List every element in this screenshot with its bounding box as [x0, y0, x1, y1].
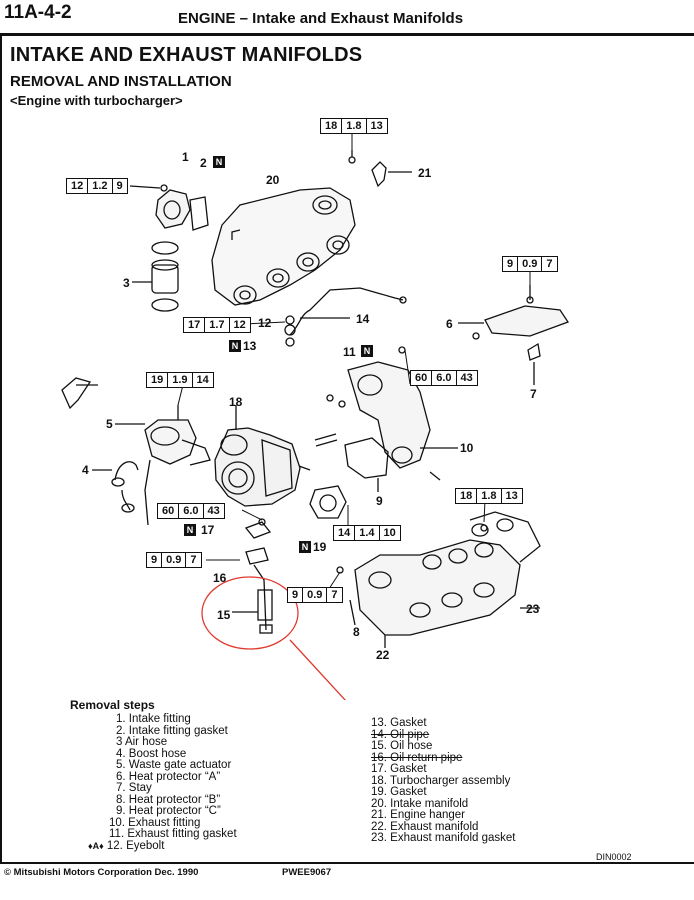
step-6: 6. Heat protector “A” [116, 770, 221, 783]
red-annotations [201, 576, 346, 700]
new-part-badge-13: N [229, 340, 241, 352]
figure-reference-code: DIN0002 [596, 852, 632, 862]
new-part-badge-19: N [299, 541, 311, 553]
diagram-drawing [61, 134, 569, 700]
exhaust-fitting-drawing [326, 346, 458, 481]
page-subtitle: REMOVAL AND INSTALLATION [10, 73, 232, 90]
exhaust-manifold-drawing [336, 511, 541, 648]
header-rule [0, 33, 694, 36]
step-4: 4. Boost hose [116, 747, 187, 760]
step-2: 2. Intake fitting gasket [116, 724, 228, 737]
part-label-15: 15 [217, 608, 231, 622]
footer-copyright: © Mitsubishi Motors Corporation Dec. 199… [4, 867, 199, 878]
left-margin-rule [0, 36, 2, 862]
oil-hose-drawing [232, 547, 273, 634]
eyebolt-marks: ♦A♦ [88, 840, 104, 851]
turbocharger-drawing [214, 405, 301, 526]
page-number: 11A-4-2 [4, 2, 72, 23]
part-label-13: 13 [243, 339, 257, 353]
step-17: 17. Gasket [371, 763, 427, 775]
step-16: 16. Oil return pipe [371, 751, 463, 764]
part-label-8: 8 [353, 625, 360, 639]
part-label-11: 11 [343, 345, 356, 359]
part-label-10: 10 [460, 441, 474, 455]
part-label-20: 20 [266, 173, 280, 187]
step-12: 12. Eyebolt [106, 839, 165, 852]
part-label-12: 12 [258, 316, 272, 330]
part-label-7: 7 [530, 387, 537, 401]
engine-variant-note: <Engine with turbocharger> [10, 93, 183, 108]
new-part-badge-2: N [213, 156, 225, 168]
footer-document-code: PWEE9067 [282, 867, 332, 878]
part-label-22: 22 [376, 648, 390, 662]
part-label-16: 16 [213, 571, 227, 585]
intake-fitting-drawing [129, 184, 209, 231]
new-part-badge-11: N [361, 345, 373, 357]
step-19: 19. Gasket [371, 786, 427, 798]
part-label-21: 21 [418, 166, 432, 180]
part-label-5: 5 [106, 417, 113, 431]
step-5: 5. Waste gate actuator [116, 759, 232, 771]
part-label-23: 23 [526, 602, 540, 616]
part-label-19: 19 [313, 540, 327, 554]
step-9: 9. Heat protector “C” [116, 805, 221, 817]
part-label-4: 4 [82, 463, 89, 477]
part-label-17: 17 [201, 523, 215, 537]
removal-steps-title: Removal steps [70, 698, 155, 712]
air-hose-drawing [132, 241, 179, 312]
new-part-badge-17: N [184, 524, 196, 536]
page-title: INTAKE AND EXHAUST MANIFOLDS [10, 44, 363, 66]
footer-rule [0, 862, 694, 864]
bracket-drawing [61, 377, 98, 410]
step-12-row: ♦A♦ 12. Eyebolt [88, 839, 237, 853]
removal-steps-left: 1. Intake fitting 2. Intake fitting gask… [88, 713, 237, 853]
step-23: 23. Exhaust manifold gasket [371, 832, 516, 844]
step-8: 8. Heat protector “B” [116, 793, 221, 806]
step-22: 22. Exhaust manifold [371, 820, 479, 833]
oil-pipe-drawing [284, 287, 407, 347]
intake-manifold-drawing [211, 187, 356, 306]
part-label-18: 18 [229, 395, 243, 409]
part-label-1: 1 [182, 150, 189, 164]
step-21: 21. Engine hanger [371, 809, 465, 821]
section-title: ENGINE – Intake and Exhaust Manifolds [178, 10, 464, 27]
step-11: 11. Exhaust fitting gasket [109, 828, 237, 840]
engine-hanger-drawing [348, 150, 412, 188]
step-1: 1. Intake fitting [116, 713, 191, 725]
step-14: 14. Oil pipe [371, 728, 430, 741]
removal-steps-right: 13. Gasket 14. Oil pipe 15. Oil hose 16.… [371, 717, 516, 845]
step-18: 18. Turbocharger assembly [371, 774, 511, 787]
step-7: 7. Stay [116, 782, 152, 794]
waste-gate-actuator-drawing [115, 405, 211, 466]
step-15: 15. Oil hose [371, 740, 433, 752]
part-label-6: 6 [446, 317, 453, 331]
step-3: 3 Air hose [116, 736, 168, 748]
part-label-14: 14 [356, 312, 370, 326]
heat-protector-c-drawing [344, 437, 389, 492]
part-label-9: 9 [376, 494, 383, 508]
part-label-2: 2 [200, 156, 207, 170]
step-10: 10. Exhaust fitting [109, 816, 201, 829]
step-20: 20. Intake manifold [371, 797, 469, 810]
heat-protector-a-drawing [458, 285, 569, 385]
boost-hose-drawing [92, 459, 151, 526]
part-label-3: 3 [123, 276, 130, 290]
step-13: 13. Gasket [371, 717, 427, 729]
gaskets-drawing [244, 485, 347, 539]
